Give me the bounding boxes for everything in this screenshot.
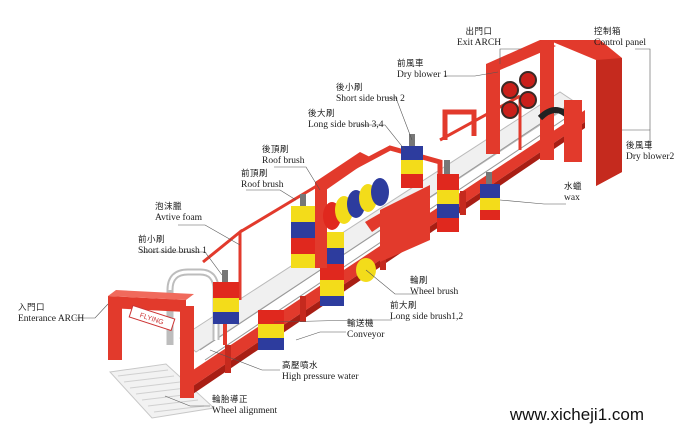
label-en: Long side brush 3,4 xyxy=(308,119,384,130)
active-foam-arch xyxy=(202,228,242,264)
label-high-pressure-water: 高壓噴水 High pressure water xyxy=(282,361,359,383)
label-entrance-arch: 入門口 Enterance ARCH xyxy=(18,303,85,325)
label-en: Wheel alignment xyxy=(212,405,278,416)
label-zh: 後風車 xyxy=(626,141,654,151)
label-short-side-brush-1: 前小刷 Short side brush 1 xyxy=(138,235,207,257)
label-en: Avtive foam xyxy=(155,212,203,223)
label-zh: 前小刷 xyxy=(138,235,166,245)
label-zh: 控制箱 xyxy=(594,27,622,37)
brush-group-front xyxy=(213,270,284,350)
exit-arch xyxy=(486,40,573,160)
wheel-alignment-ramp xyxy=(108,363,216,419)
label-long-side-brush-34: 後大刷 Long side brush 3,4 xyxy=(308,109,384,131)
label-zh: 輪胎導正 xyxy=(212,395,249,405)
label-en: Wheel brush xyxy=(410,286,459,297)
label-zh: 前風車 xyxy=(397,59,425,69)
label-en: Enterance ARCH xyxy=(18,313,85,324)
long-side-brush-3 xyxy=(437,160,459,232)
label-long-side-brush-12: 前大刷 Long side brush1,2 xyxy=(390,301,464,323)
label-en: Dry blower2 xyxy=(626,151,675,162)
label-zh: 入門口 xyxy=(18,303,46,313)
long-side-brush-1 xyxy=(258,310,284,350)
control-panel xyxy=(548,40,622,186)
label-zh: 輪刷 xyxy=(410,276,429,286)
roof-brush-horizontal xyxy=(323,178,389,230)
label-roof-brush-front: 前頂刷 Roof brush xyxy=(241,169,284,191)
label-en: Control panel xyxy=(594,37,646,48)
label-active-foam: 泡沫臘 Avtive foam xyxy=(155,202,203,224)
label-wheel-brush: 輪刷 Wheel brush xyxy=(410,276,459,298)
label-zh: 後大刷 xyxy=(308,109,336,119)
label-en: Short side brush 1 xyxy=(138,245,207,256)
label-zh: 後頂刷 xyxy=(262,145,290,155)
label-en: Roof brush xyxy=(262,155,305,166)
label-en: Long side brush1,2 xyxy=(390,311,464,322)
label-roof-brush-rear: 後頂刷 Roof brush xyxy=(262,145,305,167)
label-zh: 水蠟 xyxy=(564,182,583,192)
short-side-brush-1 xyxy=(213,270,239,324)
label-conveyor: 輸送機 Conveyor xyxy=(347,319,385,341)
watermark: www.xicheji1.com xyxy=(509,405,644,424)
label-en: High pressure water xyxy=(282,371,359,382)
label-en: Conveyor xyxy=(347,329,385,340)
short-side-brush-2 xyxy=(401,134,423,188)
label-wheel-alignment: 輪胎導正 Wheel alignment xyxy=(212,395,278,417)
label-zh: 前頂刷 xyxy=(241,169,269,179)
label-zh: 前大刷 xyxy=(390,301,418,311)
label-dry-blower-1: 前風車 Dry blower 1 xyxy=(397,59,448,81)
label-zh: 後小刷 xyxy=(336,83,364,93)
label-en: Roof brush xyxy=(241,179,284,190)
label-zh: 泡沫臘 xyxy=(155,202,183,212)
long-side-brush-4 xyxy=(480,172,500,220)
label-zh: 輸送機 xyxy=(347,319,375,329)
label-en: Dry blower 1 xyxy=(397,69,448,80)
label-zh: 高壓噴水 xyxy=(282,361,319,371)
front-brush-tall xyxy=(291,194,315,268)
label-dry-blower-2: 後風車 Dry blower2 xyxy=(626,141,675,163)
label-en: Exit ARCH xyxy=(457,37,502,48)
label-en: Short side brush 2 xyxy=(336,93,405,104)
label-wax: 水蠟 wax xyxy=(564,182,583,204)
leader-lines xyxy=(75,48,651,407)
label-zh: 出門口 xyxy=(465,27,493,37)
label-control-panel: 控制箱 Control panel xyxy=(594,27,646,49)
label-short-side-brush-2: 後小刷 Short side brush 2 xyxy=(336,83,405,105)
label-exit-arch: 出門口 Exit ARCH xyxy=(457,27,502,49)
dry-blower-1 xyxy=(501,71,537,119)
label-en: wax xyxy=(564,192,580,203)
entrance-arch: FLYING xyxy=(108,290,194,398)
brush-group-rear xyxy=(324,109,500,262)
